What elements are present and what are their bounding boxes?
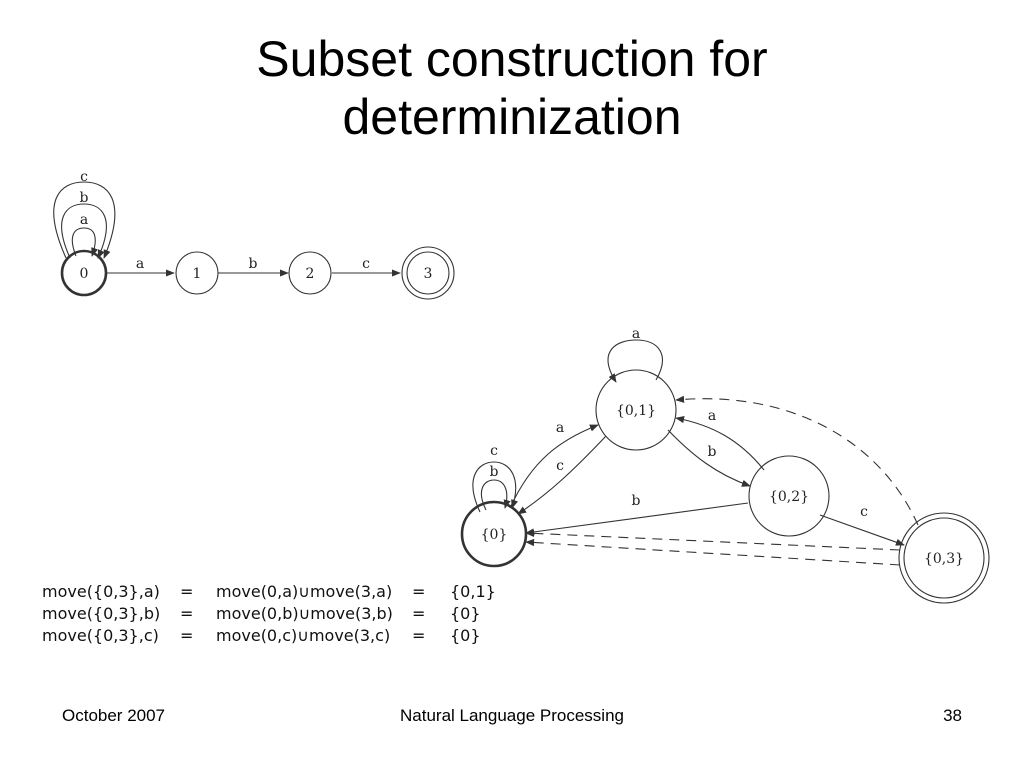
- equation-row: move({0,3},b) = move(0,b)∪move(3,b) = {0…: [42, 604, 512, 626]
- equation-result: {0}: [450, 626, 481, 645]
- nfa-state-label-2: 2: [306, 266, 315, 282]
- nfa-state-label-1: 1: [193, 266, 202, 282]
- dfa-state-01: [595, 369, 677, 451]
- equation-rhs: move(0,c)∪move(3,c): [216, 626, 391, 645]
- dfa-loop-label-c: c: [490, 443, 498, 459]
- equals-sign: =: [180, 582, 194, 601]
- dfa-dashed-03-0-lower: [525, 538, 901, 566]
- nfa-loop-label-b: b: [80, 190, 89, 206]
- dfa-state-label-0: {0}: [481, 527, 508, 543]
- equation-rhs: move(0,b)∪move(3,b): [216, 604, 393, 623]
- dfa-edge-label-01-02: b: [708, 444, 717, 460]
- dfa-edge-label-02-03: c: [860, 504, 868, 520]
- equation-result: {0}: [450, 604, 481, 623]
- dfa-self-loop-a: [607, 339, 663, 383]
- dfa-state-label-03: {0,3}: [924, 551, 964, 567]
- nfa-state-2: [288, 251, 332, 295]
- footer-page-number: 38: [943, 706, 962, 725]
- dfa-state-03-outer: [898, 512, 990, 604]
- dfa-edge-label-0-01: a: [556, 420, 564, 436]
- nfa-state-3-outer: [401, 246, 455, 300]
- nfa-state-3-inner: [406, 251, 450, 295]
- dfa-edge-02-03-c: [819, 514, 905, 546]
- dfa-loop-label-a: a: [632, 326, 640, 342]
- dfa-edge-label-01-0: c: [556, 458, 564, 474]
- equation-result: {0,1}: [450, 582, 496, 601]
- nfa-self-loop-b: [61, 203, 107, 259]
- equals-sign: =: [412, 604, 426, 623]
- dfa-state-03-inner: [903, 517, 985, 599]
- equals-sign: =: [180, 604, 194, 623]
- equation-lhs: move({0,3},b): [42, 604, 161, 623]
- dfa-edge-02-0-b: [525, 502, 749, 536]
- nfa-edge-label-c: c: [362, 256, 370, 272]
- equation-row: move({0,3},c) = move(0,c)∪move(3,c) = {0…: [42, 626, 512, 648]
- nfa-edge-label-b: b: [249, 256, 258, 272]
- title-line-2: determinization: [342, 89, 682, 145]
- nfa-state-0: [60, 249, 108, 297]
- equation-lhs: move({0,3},c): [42, 626, 159, 645]
- nfa-diagram: [53, 181, 455, 300]
- nfa-loop-label-c: c: [80, 169, 88, 185]
- slide-title: Subset construction for determinization: [0, 30, 1024, 146]
- dfa-state-02: [748, 455, 830, 537]
- dfa-edge-0-01-a: [509, 424, 599, 509]
- move-equations: move({0,3},a) = move(0,a)∪move(3,a) = {0…: [42, 582, 512, 648]
- dfa-state-label-01: {0,1}: [616, 403, 656, 419]
- equals-sign: =: [412, 626, 426, 645]
- dfa-self-loop-b: [480, 479, 511, 511]
- nfa-self-loop-c: [53, 181, 116, 259]
- dfa-edge-01-02-b: [667, 429, 751, 487]
- nfa-state-label-0: 0: [80, 266, 89, 282]
- title-line-1: Subset construction for: [256, 31, 768, 87]
- equation-row: move({0,3},a) = move(0,a)∪move(3,a) = {0…: [42, 582, 512, 604]
- footer-course: Natural Language Processing: [400, 706, 624, 725]
- dfa-edge-01-0-c: [517, 435, 607, 515]
- nfa-labels: c b a a b c 0 1 2 3: [80, 169, 433, 282]
- dfa-edge-02-01-a: [675, 416, 765, 471]
- equals-sign: =: [180, 626, 194, 645]
- equals-sign: =: [412, 582, 426, 601]
- equation-lhs: move({0,3},a): [42, 582, 160, 601]
- equation-rhs: move(0,a)∪move(3,a): [216, 582, 393, 601]
- dfa-dashed-03-0-upper: [525, 529, 901, 551]
- nfa-edge-label-a: a: [136, 256, 144, 272]
- dfa-labels: c b a a c a b b c {0} {0,1} {0,2} {0,3}: [481, 326, 964, 567]
- dfa-self-loop-c: [472, 461, 518, 513]
- dfa-edge-label-02-01: a: [708, 408, 716, 424]
- nfa-self-loop-a: [71, 227, 99, 257]
- nfa-state-1: [175, 251, 219, 295]
- nfa-loop-label-a: a: [80, 212, 88, 228]
- dfa-state-label-02: {0,2}: [769, 489, 809, 505]
- dfa-state-0: [460, 500, 528, 568]
- dfa-edge-label-02-0: b: [632, 493, 641, 509]
- dfa-dashed-03-01: [675, 395, 919, 526]
- dfa-diagram: [460, 339, 990, 604]
- footer-date: October 2007: [62, 706, 166, 725]
- dfa-loop-label-b: b: [490, 464, 499, 480]
- nfa-state-label-3: 3: [424, 266, 433, 282]
